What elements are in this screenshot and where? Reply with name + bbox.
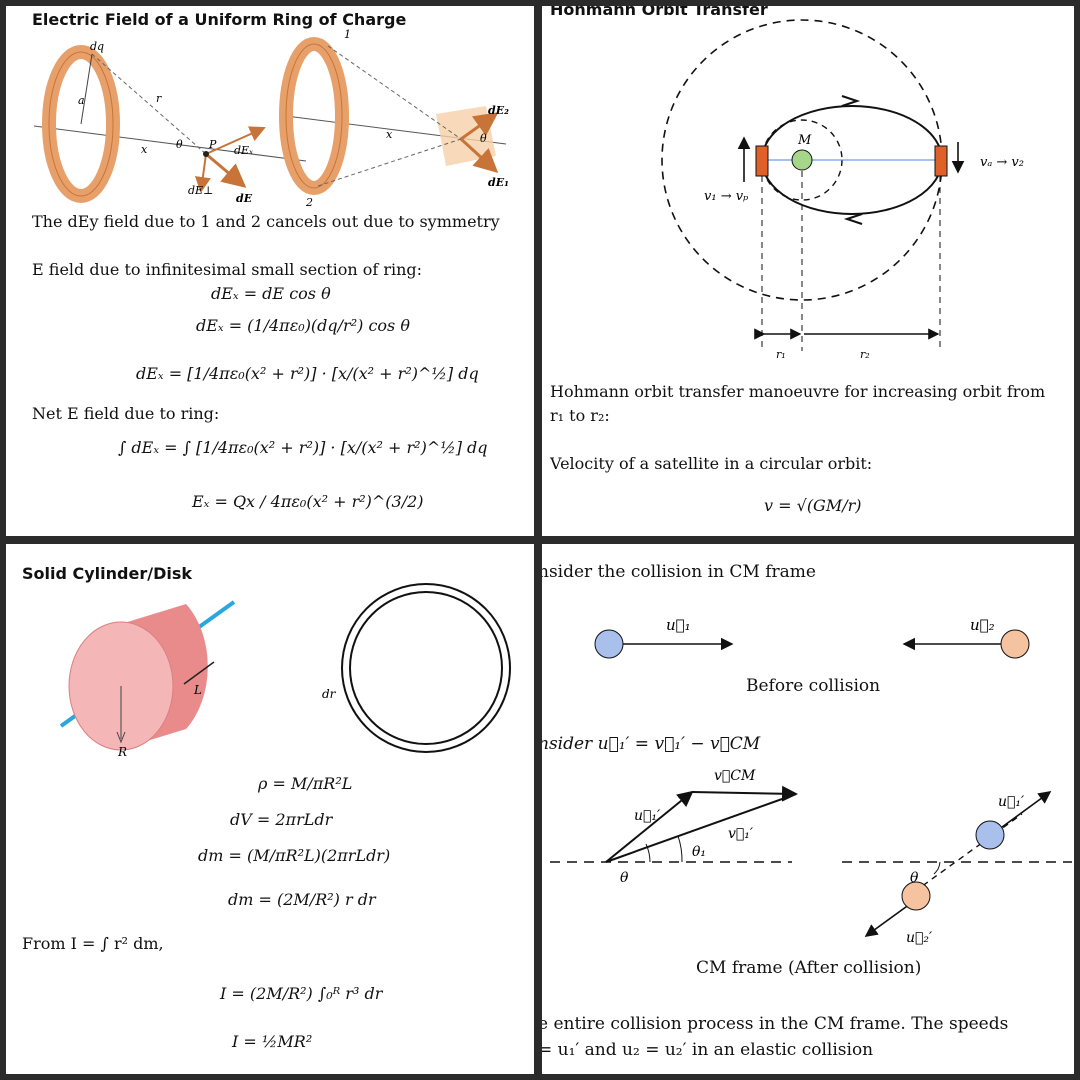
eq-ex-result: Eₓ = Qx / 4πε₀(x² + r²)^(3/2) bbox=[192, 492, 424, 511]
eq-dm1: dm = (M/πR²L)(2πrLdr) bbox=[198, 846, 391, 865]
label-v1p: v⃗₁′ bbox=[728, 826, 754, 842]
vcm-arrow bbox=[691, 785, 798, 802]
label-one: 1 bbox=[344, 28, 351, 41]
label-de1: dE₁ bbox=[488, 176, 509, 189]
label-theta1: θ₁ bbox=[692, 844, 706, 860]
panel3-title: Solid Cylinder/Disk bbox=[22, 564, 193, 583]
label-va: vₐ → v₂ bbox=[980, 155, 1024, 170]
disk-outer bbox=[341, 583, 511, 753]
ring-charge-diagram: dq a r x θ P dEₓ dE⊥ dE 1 2 x dE₂ dE₁ θ bbox=[33, 28, 509, 209]
ring1-axis bbox=[33, 125, 307, 162]
central-mass bbox=[791, 149, 813, 171]
velocity-label: Velocity of a satellite in a circular or… bbox=[550, 454, 873, 473]
v1p-arrow bbox=[605, 793, 797, 863]
u1p-after-arrow bbox=[997, 791, 1052, 831]
heading-consider-u1p: nsider u⃗₁′ = v⃗₁′ − v⃗CM bbox=[542, 734, 761, 754]
label-M: M bbox=[797, 133, 812, 148]
panel-hohmann: Hohmann Orbit Transfer M vₐ → v₂ v₁ → vₚ… bbox=[542, 6, 1074, 536]
eq-dv: dV = 2πrLdr bbox=[230, 810, 333, 829]
velocity-eq: v = √(GM/r) bbox=[764, 496, 862, 515]
u1p-arrow bbox=[605, 790, 694, 863]
satellite-perigee bbox=[755, 145, 769, 177]
section-label: E field due to infinitesimal small secti… bbox=[32, 260, 423, 279]
panel2-title: Hohmann Orbit Transfer bbox=[550, 6, 768, 19]
de2-arrow bbox=[460, 112, 499, 141]
dex-arrow bbox=[205, 126, 266, 155]
label-x2: x bbox=[386, 128, 393, 141]
eq-dex-full: dEₓ = [1/4πε₀(x² + r²)] · [x/(x² + r²)^½… bbox=[136, 364, 479, 383]
panel-electric-field-ring: Electric Field of a Uniform Ring of Char… bbox=[6, 6, 534, 536]
label-p: P bbox=[208, 138, 217, 151]
label-de2: dE₂ bbox=[488, 104, 509, 117]
eq-I-result: I = ½MR² bbox=[232, 1032, 313, 1051]
label-u1: u⃗₁ bbox=[666, 616, 691, 634]
panel-collision-cm: nsider the collision in CM frame u⃗₁ u⃗₂… bbox=[542, 544, 1074, 1074]
label-dr: dr bbox=[322, 687, 337, 701]
hohmann-desc-line1: Hohmann orbit transfer manoeuvre for inc… bbox=[550, 382, 1046, 401]
before-collision-label: Before collision bbox=[746, 676, 881, 696]
label-v1: v₁ → vₚ bbox=[704, 189, 748, 204]
hohmann-diagram: M vₐ → v₂ v₁ → vₚ r₁ r₂ bbox=[661, 19, 1024, 361]
collision-diagram: u⃗₁ u⃗₂ v⃗CM u⃗₁′ v⃗₁′ θ₁ θ u⃗₁′ u⃗₂′ θ bbox=[550, 616, 1072, 946]
panel1-title: Electric Field of a Uniform Ring of Char… bbox=[32, 10, 407, 29]
label-theta: θ bbox=[620, 870, 629, 886]
eq-dex-coulomb: dEₓ = (1/4πε₀)(dq/r²) cos θ bbox=[196, 316, 410, 335]
de1-arrow bbox=[459, 137, 499, 174]
eq-I-integral: I = (2M/R²) ∫₀ᴿ r³ dr bbox=[220, 984, 383, 1003]
point-p bbox=[203, 151, 209, 157]
disk-inner bbox=[349, 591, 503, 745]
eq-integral: ∫ dEₓ = ∫ [1/4πε₀(x² + r²)] · [x/(x² + r… bbox=[118, 438, 488, 457]
footer-line2: = u₁′ and u₂ = u₂′ in an elastic collisi… bbox=[542, 1040, 874, 1060]
label-dq: dq bbox=[90, 40, 104, 53]
label-u2: u⃗₂ bbox=[970, 616, 995, 634]
ball-2 bbox=[1000, 629, 1030, 659]
hohmann-desc-line2: r₁ to r₂: bbox=[550, 406, 610, 425]
label-u1p: u⃗₁′ bbox=[634, 808, 661, 824]
ball-2-after bbox=[901, 881, 931, 911]
from-label: From I = ∫ r² dm, bbox=[22, 934, 164, 953]
symmetry-note: The dEy field due to 1 and 2 cancels out… bbox=[32, 212, 500, 231]
label-theta-after: θ bbox=[910, 870, 919, 886]
label-r2: r₂ bbox=[860, 348, 870, 361]
label-u2p-after: u⃗₂′ bbox=[906, 930, 933, 946]
label-r: r bbox=[156, 92, 162, 105]
label-deperp: dE⊥ bbox=[188, 184, 213, 197]
label-u1p-after: u⃗₁′ bbox=[998, 794, 1025, 810]
label-a: a bbox=[78, 94, 85, 107]
label-dex: dEₓ bbox=[234, 144, 253, 157]
satellite-apogee bbox=[934, 145, 948, 177]
label-x: x bbox=[141, 143, 148, 156]
panel-solid-cylinder: Solid Cylinder/Disk R L dr ρ = M/πR²L dV… bbox=[6, 544, 534, 1074]
label-vcm: v⃗CM bbox=[714, 768, 756, 784]
label-L: L bbox=[193, 683, 202, 697]
footer-line1: e entire collision process in the CM fra… bbox=[542, 1014, 1009, 1034]
label-de: dE bbox=[236, 192, 253, 205]
label-theta2: θ bbox=[480, 132, 487, 145]
u2p-after-arrow bbox=[864, 903, 911, 937]
cylinder-diagram: R L dr bbox=[59, 583, 511, 759]
label-two: 2 bbox=[305, 196, 313, 209]
label-R: R bbox=[117, 745, 127, 759]
label-theta: θ bbox=[176, 138, 183, 151]
eq-dm2: dm = (2M/R²) r dr bbox=[228, 890, 376, 909]
ball-1 bbox=[594, 629, 624, 659]
deperp-arrow bbox=[194, 153, 211, 193]
ring1-r-line bbox=[91, 53, 207, 155]
after-collision-label: CM frame (After collision) bbox=[696, 958, 922, 978]
eq-rho: ρ = M/πR²L bbox=[258, 774, 353, 793]
de-arrow bbox=[205, 152, 247, 188]
ball-1-after bbox=[975, 820, 1005, 850]
label-r1: r₁ bbox=[776, 348, 786, 361]
net-label: Net E field due to ring: bbox=[32, 404, 220, 423]
heading-consider-collision: nsider the collision in CM frame bbox=[542, 562, 816, 582]
eq-dex-cos: dEₓ = dE cos θ bbox=[211, 284, 331, 303]
